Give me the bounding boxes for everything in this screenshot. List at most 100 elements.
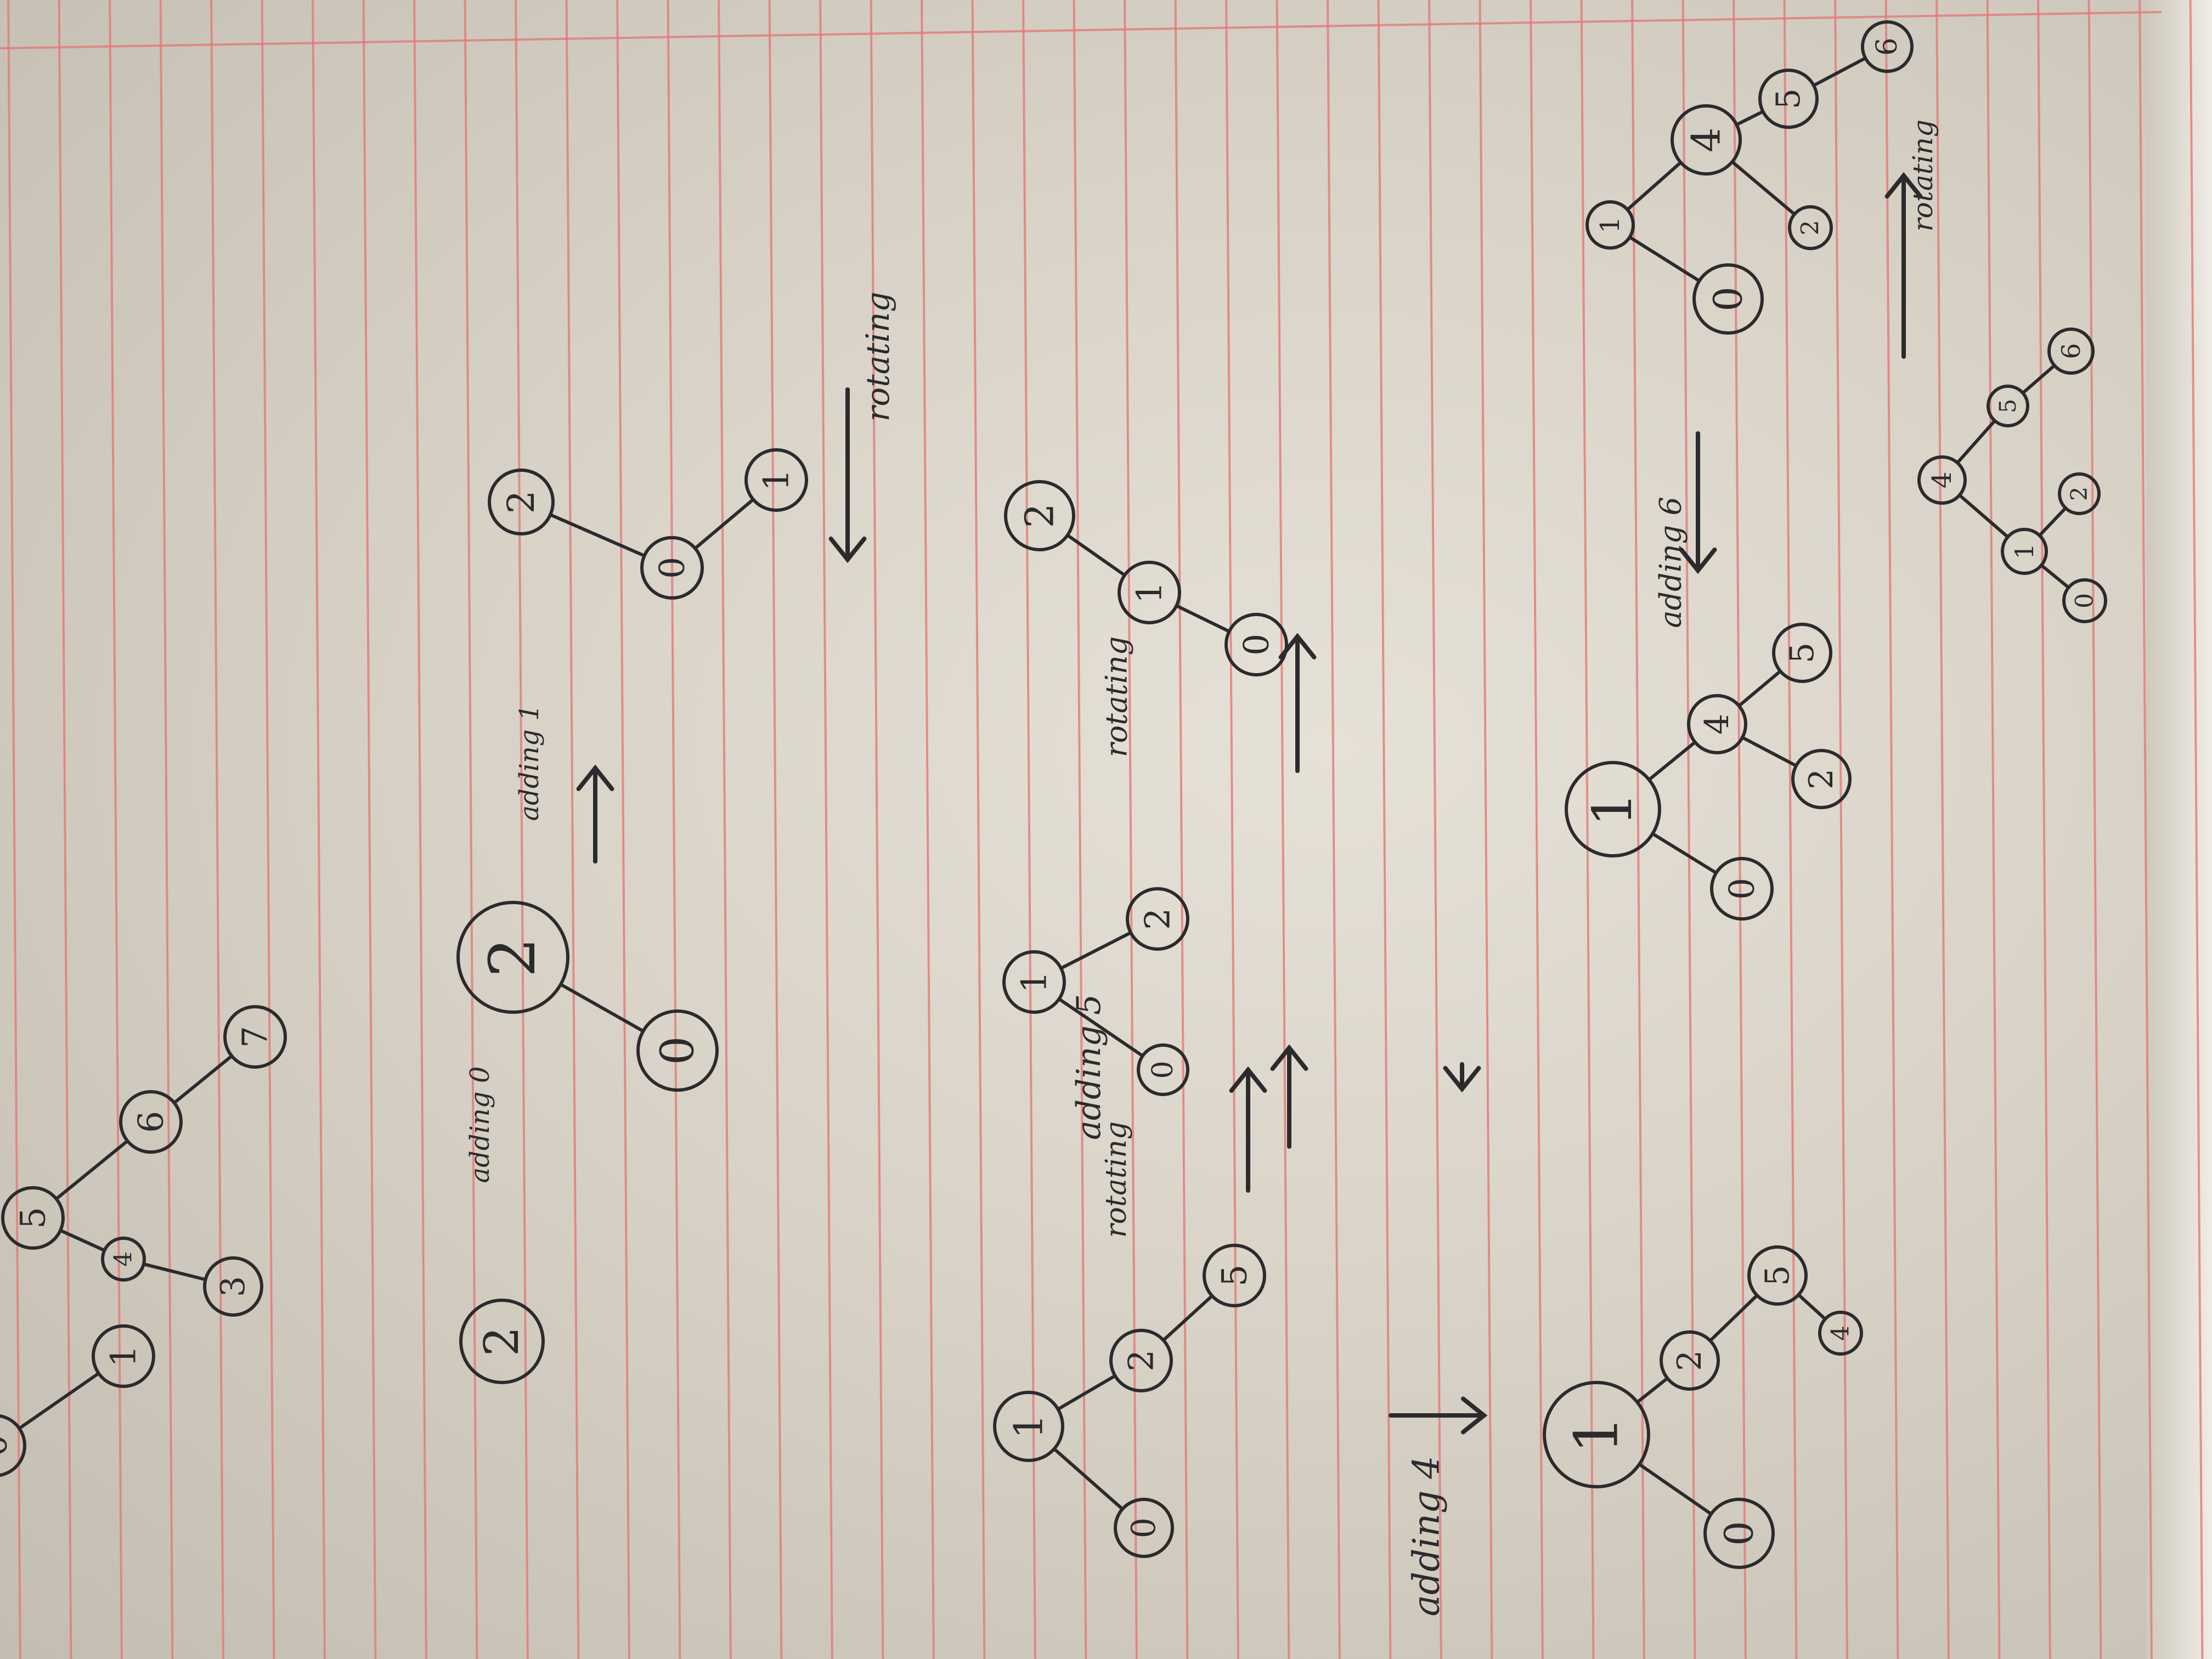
tree-node-circle xyxy=(1687,694,1747,754)
tree-node-label: 4 xyxy=(1698,714,1736,735)
ruled-line xyxy=(1530,0,1544,1659)
ruled-line xyxy=(1733,0,1747,1659)
tree-node-circle xyxy=(993,1391,1064,1462)
tree-node-label: 2 xyxy=(1017,503,1063,528)
tree-node-circle xyxy=(1671,104,1742,176)
tree-node-label: 6 xyxy=(2056,343,2086,359)
tree-edge xyxy=(2021,364,2056,395)
tree-edge xyxy=(1626,161,1683,212)
ruled-line xyxy=(159,0,174,1659)
ruled-line xyxy=(1936,0,1950,1659)
tree-node-circle xyxy=(488,469,555,535)
tree-node-circle xyxy=(1758,69,1819,129)
arrow-head xyxy=(1884,172,1923,199)
tree-edge xyxy=(1065,533,1126,577)
step-label: rotating xyxy=(859,292,896,422)
tree-node-circle xyxy=(1,1186,65,1250)
tree-node-label: 5 xyxy=(13,1207,53,1229)
tree-node-circle xyxy=(1543,1381,1650,1488)
tree-edge xyxy=(1797,1293,1827,1321)
ruled-line xyxy=(1681,0,1696,1659)
tree-edge xyxy=(1057,997,1144,1058)
tree-node-label: 0 xyxy=(1722,878,1762,900)
tree-edge xyxy=(1052,1447,1124,1511)
tree-node-label: 0 xyxy=(2071,593,2099,608)
tree-node-label: 5 xyxy=(1215,1265,1255,1286)
tree-node-circle xyxy=(640,536,704,600)
ruled-line xyxy=(1631,0,1645,1659)
tree-node-label: 1 xyxy=(1014,971,1054,993)
ruled-line xyxy=(464,0,478,1659)
tree-edge xyxy=(1708,1294,1759,1342)
ruled-line xyxy=(1124,0,1138,1659)
tree-node-circle xyxy=(636,1009,719,1092)
arrow-head xyxy=(1229,1066,1267,1093)
tree-node-label: 1 xyxy=(104,1345,144,1367)
tree-node-circle xyxy=(1126,887,1189,951)
margin-line xyxy=(0,11,2162,49)
tree-node-label: 4 xyxy=(1684,127,1729,152)
tree-node-label: 0 xyxy=(1717,1521,1762,1545)
arrow-head xyxy=(576,764,614,791)
tree-node-label: 5 xyxy=(1769,88,1808,109)
ruled-line xyxy=(1276,0,1290,1659)
step-label: adding 0 xyxy=(465,1066,495,1183)
tree-node-circle xyxy=(1861,20,1914,73)
step-label: adding 6 xyxy=(1654,496,1688,628)
tree-node-circle xyxy=(1114,1498,1174,1558)
ruled-line xyxy=(1174,0,1189,1659)
tree-edge xyxy=(172,1054,234,1105)
ruled-line xyxy=(362,0,377,1659)
tree-edge xyxy=(142,1262,207,1282)
tree-edge xyxy=(1161,1294,1214,1342)
tree-node-label: 4 xyxy=(1827,1325,1855,1341)
ruled-line xyxy=(1479,0,1493,1659)
ruled-line xyxy=(1986,0,2001,1659)
tree-node-circle xyxy=(1137,1043,1189,1096)
tree-node-circle xyxy=(1004,480,1075,551)
tree-node-circle xyxy=(1987,385,2029,427)
ruled-line xyxy=(921,0,935,1659)
arrow-head xyxy=(1278,633,1317,659)
tree-edge xyxy=(1730,160,1796,216)
tree-node-label: 5 xyxy=(1783,642,1821,663)
tree-node-label: 2 xyxy=(1797,220,1825,235)
tree-node-label: 0 xyxy=(0,1435,15,1457)
tree-edge xyxy=(1957,493,2010,539)
tree-node-label: 6 xyxy=(1871,37,1904,55)
tree-node-label: 1 xyxy=(1582,792,1644,826)
tree-node-circle xyxy=(459,1299,545,1384)
tree-edge xyxy=(693,498,755,550)
step-label: adding 1 xyxy=(514,704,545,821)
tree-node-circle xyxy=(1710,857,1774,921)
ruled-line xyxy=(2037,0,2051,1659)
tree-node-label: 2 xyxy=(476,937,550,977)
tree-node-label: 0 xyxy=(1125,1517,1163,1538)
tree-node-circle xyxy=(1002,950,1066,1014)
tree-node-label: 0 xyxy=(1706,286,1751,311)
tree-edge xyxy=(1635,1376,1669,1404)
ruled-line xyxy=(768,0,783,1659)
ruled-line xyxy=(515,0,529,1659)
tree-node-circle xyxy=(1917,455,1967,505)
tree-node-circle xyxy=(203,1256,263,1317)
ruled-line xyxy=(413,0,427,1659)
tree-edge xyxy=(1737,669,1782,708)
tree-node-label: 2 xyxy=(1802,769,1841,789)
tree-node-label: 5 xyxy=(1758,1265,1797,1286)
tree-edge xyxy=(1735,110,1765,127)
ruled-line xyxy=(1580,0,1595,1659)
ruled-line xyxy=(1428,0,1442,1659)
tree-node-label: 2 xyxy=(475,1327,529,1357)
tree-node-label: 0 xyxy=(651,1036,704,1065)
tree-node-circle xyxy=(1703,1498,1775,1569)
tree-node-circle xyxy=(1203,1244,1266,1307)
tree-node-circle xyxy=(1747,1245,1808,1306)
step-label: rotating xyxy=(1099,636,1134,758)
ruled-line xyxy=(667,0,681,1659)
tree-edge xyxy=(18,1372,100,1430)
ruled-line xyxy=(210,0,224,1659)
tree-node-circle xyxy=(1772,623,1832,683)
tree-node-circle xyxy=(456,901,569,1014)
